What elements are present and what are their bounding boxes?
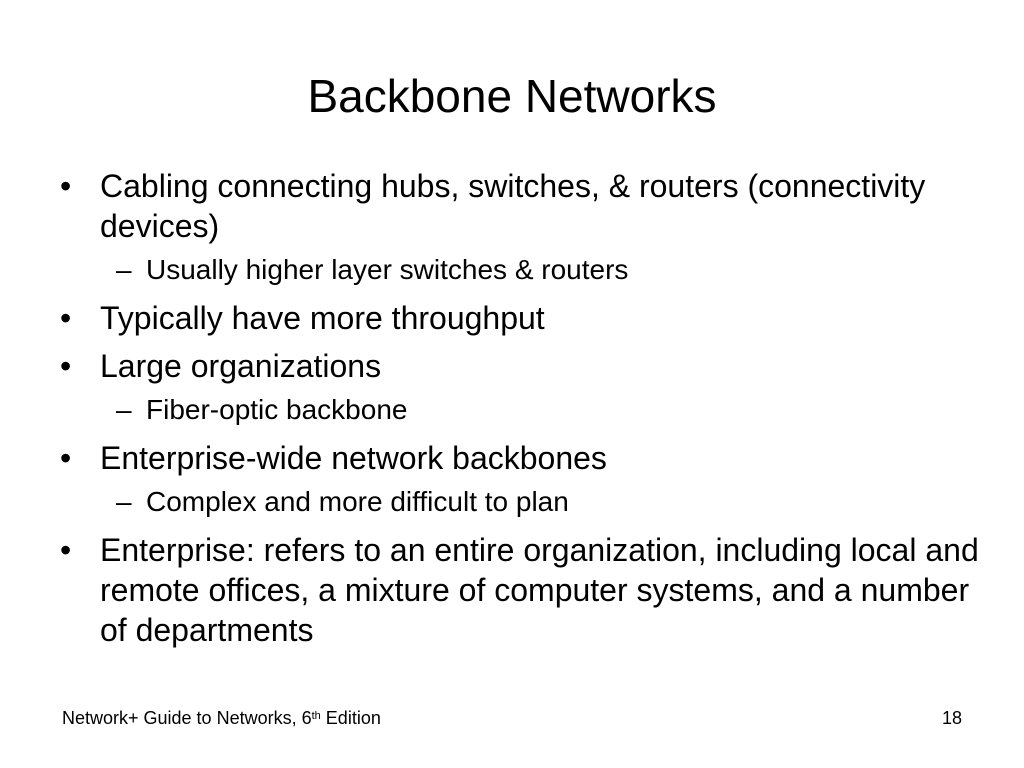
sub-bullet-list: – Complex and more difficult to plan bbox=[100, 482, 980, 522]
dash-glyph: – bbox=[116, 254, 132, 285]
footer-source-prefix: Network+ Guide to Networks, 6 bbox=[62, 708, 312, 728]
footer-source: Network+ Guide to Networks, 6th Edition bbox=[62, 706, 381, 730]
bullet-text: Cabling connecting hubs, switches, & rou… bbox=[100, 168, 926, 244]
sub-bullet-item: – Fiber-optic backbone bbox=[100, 390, 980, 430]
bullet-item: • Cabling connecting hubs, switches, & r… bbox=[60, 166, 980, 290]
sub-bullet-text: Fiber-optic backbone bbox=[146, 394, 408, 425]
bullet-item: • Typically have more throughput bbox=[60, 298, 980, 338]
sub-bullet-list: – Fiber-optic backbone bbox=[100, 390, 980, 430]
bullet-item: • Enterprise: refers to an entire organi… bbox=[60, 530, 980, 650]
bullet-glyph: • bbox=[60, 532, 72, 568]
bullet-text: Typically have more throughput bbox=[100, 300, 545, 336]
bullet-item: • Enterprise-wide network backbones – Co… bbox=[60, 438, 980, 522]
bullet-text: Enterprise-wide network backbones bbox=[100, 440, 607, 476]
bullet-glyph: • bbox=[60, 348, 72, 384]
sub-bullet-list: – Usually higher layer switches & router… bbox=[100, 250, 980, 290]
sub-bullet-text: Usually higher layer switches & routers bbox=[146, 254, 629, 285]
footer-source-suffix: Edition bbox=[320, 708, 381, 728]
dash-glyph: – bbox=[116, 394, 132, 425]
bullet-text: Large organizations bbox=[100, 348, 382, 384]
bullet-text: Enterprise: refers to an entire organiza… bbox=[100, 532, 979, 648]
bullet-glyph: • bbox=[60, 300, 72, 336]
footer-source-superscript: th bbox=[311, 710, 321, 722]
bullet-glyph: • bbox=[60, 440, 72, 476]
page-number: 18 bbox=[941, 708, 962, 728]
bullet-list: • Cabling connecting hubs, switches, & r… bbox=[60, 166, 980, 650]
dash-glyph: – bbox=[116, 486, 132, 517]
bullet-glyph: • bbox=[60, 168, 72, 204]
sub-bullet-item: – Complex and more difficult to plan bbox=[100, 482, 980, 522]
sub-bullet-item: – Usually higher layer switches & router… bbox=[100, 250, 980, 290]
bullet-item: • Large organizations – Fiber-optic back… bbox=[60, 346, 980, 430]
sub-bullet-text: Complex and more difficult to plan bbox=[146, 486, 569, 517]
slide-title: Backbone Networks bbox=[307, 70, 717, 122]
